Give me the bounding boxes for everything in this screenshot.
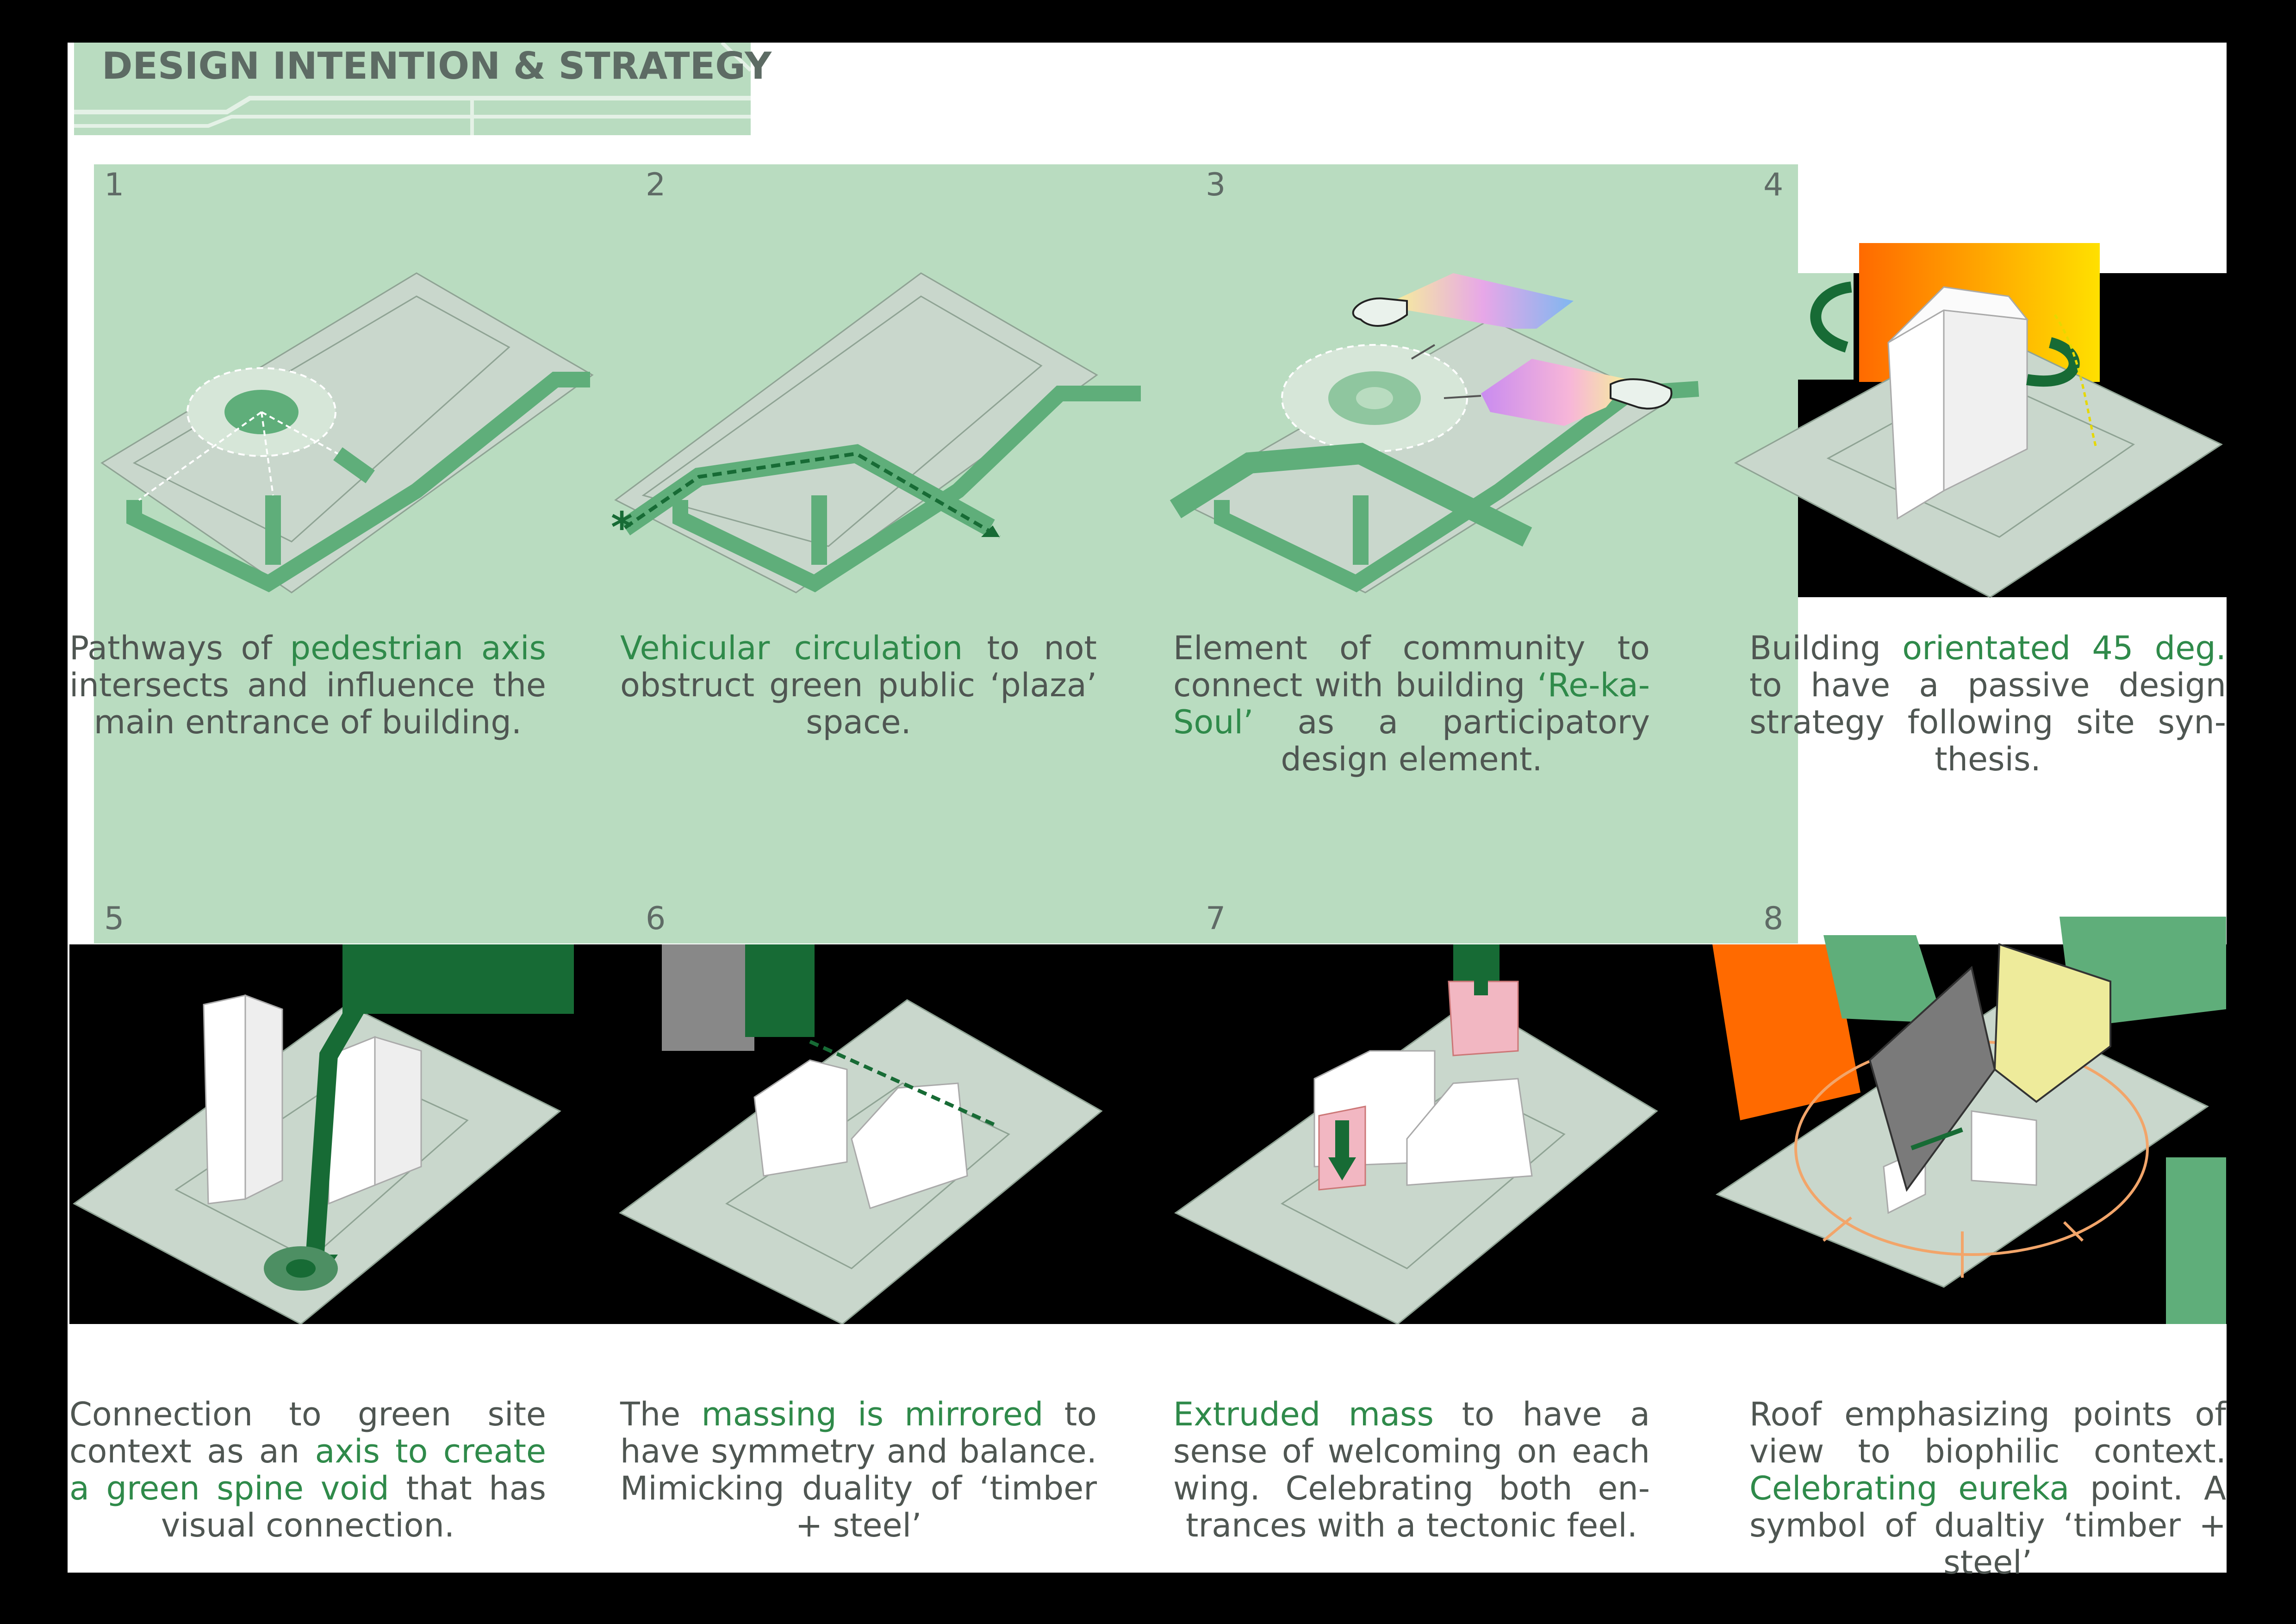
mass-left: [203, 994, 246, 1205]
caption-highlight: Vehicular circulation: [620, 629, 963, 667]
caption-text: to have symmetry and balance. Mimicking …: [620, 1395, 1097, 1544]
caption-text: to have a sense of welcoming on each win…: [1173, 1395, 1650, 1544]
caption-step-2: Vehicular circulation to not obstruct gr…: [620, 630, 1097, 741]
pedestrian-path: [672, 386, 1141, 593]
step-number-1: 1: [104, 167, 124, 203]
caption-step-4: Building orientated 45 deg. to have a pa…: [1749, 630, 2226, 778]
caption-highlight: orientated 45 deg.: [1902, 629, 2226, 667]
pedestrian-path: [126, 372, 590, 593]
connection-arrow: [1411, 344, 1481, 399]
caption-text: Connection to green site context as an: [69, 1395, 546, 1470]
site-boundary: [132, 295, 510, 543]
mass-right-side: [374, 1036, 422, 1187]
caption-text: Pathways of: [69, 629, 290, 667]
asterisk-icon: *: [611, 503, 633, 552]
mass-right: [851, 1082, 968, 1209]
reka-soul-module-a: [1393, 273, 1574, 329]
step-number-8: 8: [1763, 900, 1784, 937]
site-plane: [614, 272, 1098, 593]
vehicular-route: [623, 451, 1001, 539]
step-number-7: 7: [1206, 900, 1226, 937]
diagram-5-green-spine: [73, 944, 574, 1324]
sun-path: [2053, 314, 2098, 450]
diagram-1-pedestrian-axis: [100, 272, 594, 593]
pedestrian-branch: [265, 447, 375, 565]
caption-highlight: pedestrian axis: [290, 629, 546, 667]
diagram-8-roof-eureka: [1712, 917, 2226, 1324]
view-arrows: [1823, 1216, 2084, 1278]
reka-soul-module-b: [1481, 359, 1629, 426]
step-number-5: 5: [104, 900, 124, 937]
caption-highlight: Celebrating eureka: [1749, 1469, 2070, 1507]
hand-icon: [1352, 297, 1408, 327]
caption-step-8: Roof emphasizing points of view to bioph…: [1749, 1396, 2226, 1581]
caption-step-6: The massing is mirrored to have symmetry…: [620, 1396, 1097, 1544]
caption-text: to not obstruct green public ‘plaza’ spa…: [620, 629, 1097, 741]
caption-highlight: axis to create a green spine void: [69, 1432, 547, 1507]
title-banner: DESIGN INTENTION & STRATEGY: [74, 43, 772, 135]
caption-text: point. A symbol of dualtiy ‘timber + ste…: [1749, 1469, 2226, 1581]
diagram-2-vehicular-circulation: *: [611, 272, 1141, 593]
banner-decoration: [74, 43, 751, 135]
building-front: [1887, 309, 1945, 520]
caption-highlight: massing is mirrored: [701, 1395, 1044, 1433]
diagram-4-orientation: [1734, 243, 2223, 598]
caption-text: as a participatory design element.: [1253, 703, 1650, 778]
axis-lines: [138, 411, 338, 501]
arrow-head-icon: [981, 525, 1000, 537]
green-bar: [2166, 1157, 2226, 1324]
site-boundary: [174, 1068, 469, 1260]
entrance-arrow: [1335, 944, 1488, 1162]
green-context: [745, 944, 815, 1037]
orange-wedge: [1712, 944, 1860, 1120]
diagram-6-mirrored-massing: [619, 944, 1103, 1324]
mass-right: [1406, 1078, 1533, 1186]
site-boundary: [641, 295, 1043, 547]
page-title: DESIGN INTENTION & STRATEGY: [102, 44, 772, 87]
plaza-inner: [1356, 387, 1393, 409]
caption-step-5: Connection to green site context as an a…: [69, 1396, 546, 1544]
caption-text: Building: [1749, 629, 1903, 667]
step-number-6: 6: [646, 900, 666, 937]
caption-text: intersects and influence the main entran…: [69, 666, 546, 741]
diagram-7-extruded-mass: [1174, 944, 1658, 1324]
step-number-2: 2: [646, 167, 666, 203]
extrusion-top: [1448, 981, 1519, 1056]
rotation-arrow-icon: [2026, 337, 2080, 387]
spine-axis: [305, 944, 402, 1260]
caption-text: Element of community to connect with bui…: [1173, 629, 1650, 704]
green-wedge: [1823, 935, 1944, 1023]
vehicular-road: [1170, 443, 1532, 547]
caption-text: Roof emphasizing points of view to bioph…: [1749, 1395, 2226, 1470]
building-roof: [1887, 286, 2029, 344]
caption-step-3: Element of community to connect with bui…: [1173, 630, 1650, 778]
site-plane: [100, 272, 594, 593]
arrow-head-icon: [1328, 1157, 1356, 1181]
diagram-3-community-element: [1170, 273, 1699, 593]
step-number-4: 4: [1763, 167, 1784, 203]
mirror-axis: [809, 1040, 996, 1127]
hand-icon: [1610, 378, 1673, 410]
void-core: [286, 1259, 316, 1278]
mass-left: [753, 1059, 848, 1177]
caption-text: that has visual connection.: [161, 1469, 546, 1544]
caption-step-1: Pathways of pedestrian axis intersects a…: [69, 630, 546, 741]
step-number-3: 3: [1206, 167, 1226, 203]
roof-timber: [1993, 943, 2111, 1103]
rotation-arrow-icon: [1810, 281, 1852, 353]
caption-step-7: Extruded mass to have a sense of welcomi…: [1173, 1396, 1650, 1544]
mass-left-side: [244, 994, 283, 1200]
caption-text: The: [620, 1395, 702, 1433]
mass-right: [1971, 1110, 2037, 1186]
caption-text: to have a passive design strategy follow…: [1749, 666, 2226, 778]
caption-highlight: Extruded mass: [1173, 1395, 1434, 1433]
caption-highlight: ‘Re-ka-Soul’: [1173, 666, 1650, 741]
grey-wedge: [662, 944, 754, 1051]
eureka-arrow: [1910, 1127, 1963, 1150]
